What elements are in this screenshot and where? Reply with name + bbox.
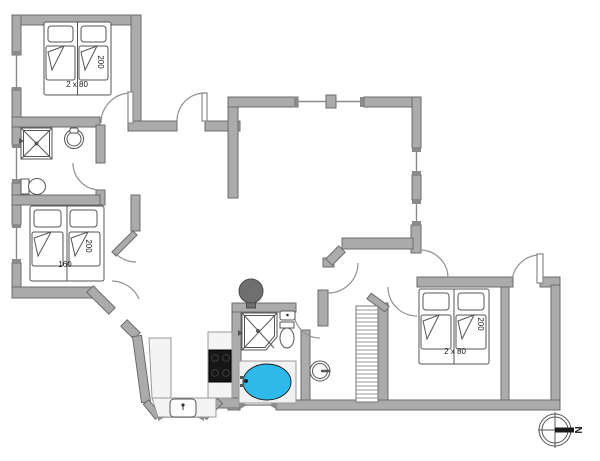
bed-length-label: 200 <box>84 239 93 253</box>
washbasin-icon <box>64 127 84 149</box>
wall-segment <box>130 194 141 232</box>
compass-north-label: N <box>572 426 583 434</box>
round-basin-icon <box>309 360 331 382</box>
wall-segment <box>416 276 514 288</box>
double-bed-icon <box>418 288 490 365</box>
walls <box>11 14 561 421</box>
bathtub-water <box>242 363 292 401</box>
wall-segment <box>317 289 329 327</box>
bathtub-icon <box>238 360 297 404</box>
door-swing <box>111 280 140 300</box>
door-swing <box>114 252 137 263</box>
wall-basin-icon <box>279 310 296 321</box>
wall-segment <box>11 14 22 56</box>
bed-width-label: 2 x 80 <box>444 347 466 356</box>
door-swing <box>511 254 541 284</box>
shower-icon <box>238 312 278 351</box>
stairs-icon <box>355 305 379 403</box>
wall-segment <box>300 329 311 405</box>
wall-segment-diagonal <box>111 230 138 257</box>
shower-icon <box>19 127 53 160</box>
wall-segment <box>204 120 241 132</box>
bed-length-label: 200 <box>96 55 105 69</box>
door-swing <box>293 311 321 339</box>
toilet-icon <box>279 321 295 349</box>
kitchen-sink-icon <box>169 398 197 418</box>
door-leaf <box>536 253 544 284</box>
wall-segment <box>227 96 239 199</box>
wall-segment <box>11 286 96 299</box>
door-swing <box>387 286 418 317</box>
wall-segment <box>341 237 414 250</box>
wall-segment-diagonal <box>131 334 152 404</box>
wood-stove-icon <box>238 278 264 309</box>
double-bed-icon <box>43 21 112 96</box>
wall-segment <box>231 302 297 313</box>
wall-segment-diagonal <box>120 319 141 340</box>
cooktop-icon <box>208 349 232 383</box>
door-leaf <box>201 92 208 122</box>
door-leaf <box>127 91 134 124</box>
toilet-icon <box>20 178 46 195</box>
bed-width-label: 2 x 80 <box>66 80 88 89</box>
door-swing <box>327 262 359 294</box>
compass-icon <box>538 412 574 448</box>
wall-segment <box>411 96 422 149</box>
doors <box>72 91 544 339</box>
wall-segment <box>11 194 101 206</box>
wall-segment-diagonal <box>86 285 116 315</box>
door-swing <box>100 92 132 124</box>
door-swing <box>72 162 101 191</box>
wall-segment <box>325 94 337 109</box>
wall-segment <box>275 399 561 411</box>
bed-length-label: 200 <box>476 317 485 331</box>
door-swing <box>176 92 206 122</box>
wall-segment-diagonal <box>325 245 346 266</box>
door-swing <box>419 249 449 279</box>
wall-segment <box>127 120 178 132</box>
wall-segment <box>11 116 101 128</box>
bed-width-label: 160 <box>58 260 72 269</box>
wall-segment-diagonal <box>366 292 390 313</box>
wall-segment <box>95 124 106 164</box>
double-bed-icon <box>29 205 105 282</box>
wall-segment <box>377 302 389 404</box>
wall-segment <box>411 174 422 201</box>
wall-segment <box>550 284 561 411</box>
wall-segment <box>227 96 299 108</box>
wall-segment <box>500 286 510 403</box>
